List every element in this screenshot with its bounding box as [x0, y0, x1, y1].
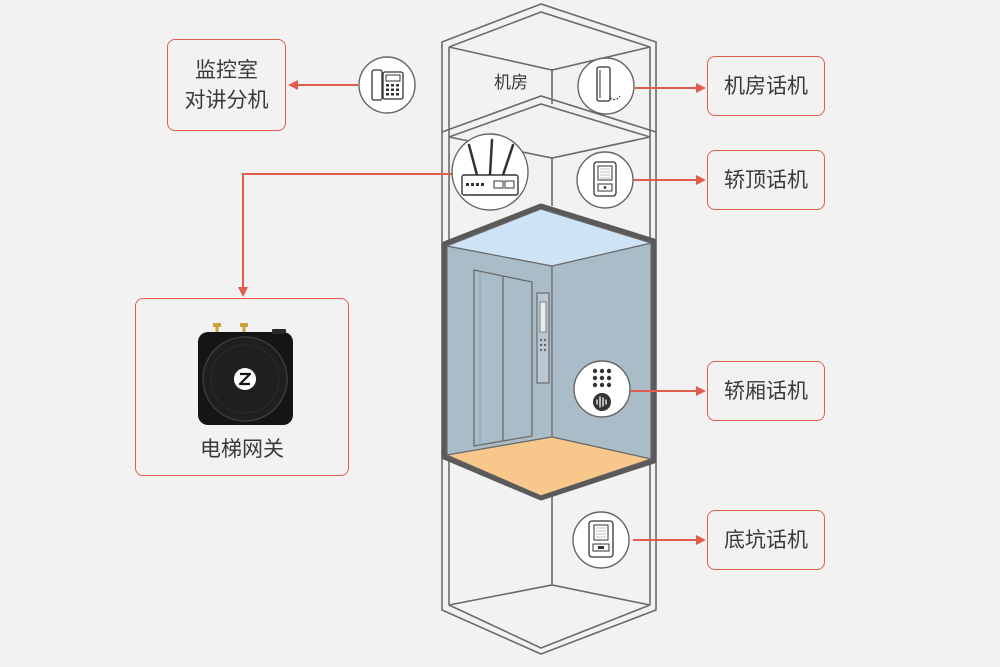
machine-room-floor-label: 机房: [494, 73, 528, 93]
connector-lines: [238, 80, 706, 545]
machine-room-phone-label: 机房话机: [724, 74, 808, 98]
arrow-to-gateway: [238, 173, 453, 297]
pit-phone-label: 底坑话机: [724, 528, 808, 552]
router-icon: [451, 133, 529, 211]
gateway-box: 电梯网关: [135, 298, 349, 476]
car-keypad-intercom-icon: [573, 360, 631, 418]
car-phone-box: 轿厢话机: [707, 361, 825, 421]
desk-phone-icon: [358, 56, 416, 114]
elevator-car: [441, 203, 657, 501]
machine-room-phone-box: 机房话机: [707, 56, 825, 116]
monitor-room-label-line2: 对讲分机: [184, 88, 269, 112]
elevator-shaft: [441, 3, 657, 655]
elevator-gateway-device-icon: [198, 323, 293, 425]
pit-phone-box: 底坑话机: [707, 510, 825, 570]
car-top-phone-box: 轿顶话机: [707, 150, 825, 210]
car-top-phone-label: 轿顶话机: [724, 168, 808, 192]
monitor-room-label-line1: 监控室: [195, 58, 258, 82]
pit-intercom-icon: [572, 511, 630, 569]
gateway-label: 电梯网关: [200, 437, 284, 461]
wall-phone-icon: [577, 57, 635, 115]
car-phone-label: 轿厢话机: [724, 379, 808, 403]
car-top-intercom-icon: [576, 151, 634, 209]
monitor-room-box: 监控室 对讲分机: [167, 39, 286, 131]
